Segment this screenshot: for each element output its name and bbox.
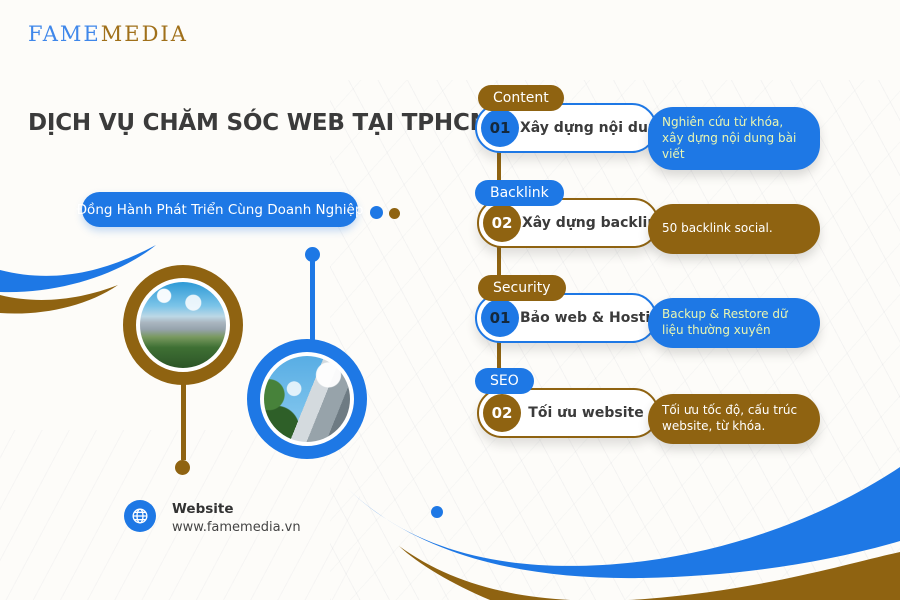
step-tooltip-seo: Tối ưu tốc độ, cấu trúc website, từ khóa… bbox=[648, 394, 820, 444]
logo-fame: FAME bbox=[28, 22, 101, 46]
timeline-connector-line bbox=[497, 130, 501, 412]
banner-dot-blue bbox=[370, 206, 383, 219]
step-label-content: Xây dựng nội dung bbox=[520, 120, 668, 136]
globe-icon bbox=[132, 508, 148, 524]
website-badge bbox=[124, 500, 156, 532]
step-tooltip-content: Nghiên cứu từ khóa, xây dựng nội dung bà… bbox=[648, 107, 820, 171]
step-label-backlink: Xây dựng backlink bbox=[522, 215, 667, 231]
tag-content: Content bbox=[478, 85, 564, 111]
step-tooltip-security: Backup & Restore dữ liệu thường xuyên bbox=[648, 298, 820, 348]
step-number-seo: 02 bbox=[483, 394, 521, 432]
page-title: DỊCH VỤ CHĂM SÓC WEB TẠI TPHCM bbox=[28, 110, 493, 136]
wave-accent-dot bbox=[431, 506, 443, 518]
step-number-security: 01 bbox=[481, 299, 519, 337]
tag-security: Security bbox=[478, 275, 566, 301]
left-blue-swoosh bbox=[0, 245, 156, 293]
step-label-seo: Tối ưu website bbox=[528, 405, 644, 421]
left-medallion-dot bbox=[175, 460, 190, 475]
website-url: www.famemedia.vn bbox=[172, 520, 301, 535]
bottom-brown-wave bbox=[399, 546, 900, 600]
skyscraper-photo bbox=[264, 356, 350, 442]
step-number-backlink: 02 bbox=[483, 204, 521, 242]
right-medallion-stem bbox=[310, 258, 315, 342]
brand-logo: FAMEMEDIA bbox=[28, 22, 188, 46]
step-tooltip-backlink: 50 backlink social. bbox=[648, 204, 820, 254]
left-medallion-stem bbox=[181, 382, 186, 460]
website-label: Website bbox=[172, 501, 234, 517]
city-park-photo bbox=[140, 282, 226, 368]
banner-dot-brown bbox=[389, 208, 400, 219]
right-medallion-dot bbox=[305, 247, 320, 262]
tag-backlink: Backlink bbox=[475, 180, 564, 206]
step-number-content: 01 bbox=[481, 109, 519, 147]
step-label-security: Bảo web & Hosting bbox=[520, 310, 671, 326]
bottom-blue-wave bbox=[348, 467, 900, 579]
logo-media: MEDIA bbox=[100, 22, 188, 46]
tag-seo: SEO bbox=[475, 368, 534, 394]
left-brown-swoosh bbox=[0, 285, 118, 314]
slogan-banner: Đồng Hành Phát Triển Cùng Doanh Nghiệp bbox=[77, 192, 363, 227]
